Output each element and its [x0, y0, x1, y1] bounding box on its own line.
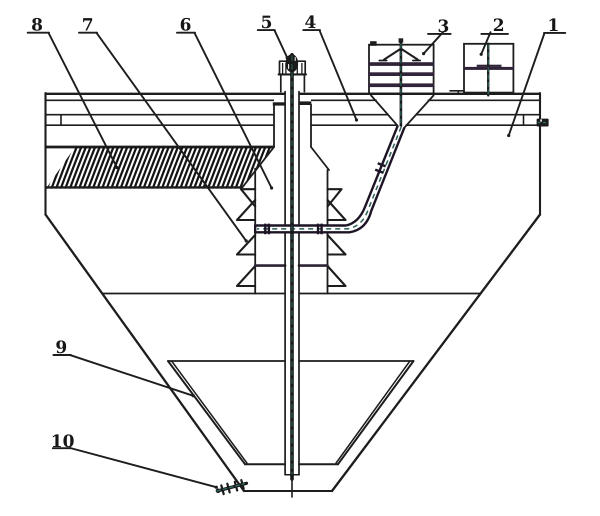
leader-end-dot-8 — [115, 166, 119, 170]
leader-end-dot-10 — [214, 485, 218, 489]
feed-box-corner-block — [370, 41, 377, 46]
valve-flanges — [220, 479, 245, 496]
tank-cone-left — [44, 213, 246, 493]
labels-layer: 1 2 3 4 5 6 7 8 9 10 — [26, 13, 567, 489]
inner-cone-right-inner — [335, 360, 411, 464]
feed-box-assembly — [368, 38, 435, 129]
label-text-6: 6 — [180, 15, 192, 35]
label-group-2: 2 — [479, 16, 509, 56]
deflector-cones-left — [235, 188, 257, 288]
leader-line-6 — [193, 31, 273, 189]
curved-feed-pipe — [253, 125, 406, 235]
label-group-5: 5 — [256, 13, 289, 60]
label-text-3: 3 — [437, 17, 449, 37]
label-text-5: 5 — [261, 13, 273, 33]
valve-centerline — [216, 483, 246, 492]
inner-cone-right-outer — [337, 360, 415, 466]
feedwell-column — [235, 101, 347, 295]
column-flange-right — [298, 101, 312, 105]
label-text-7: 7 — [82, 15, 94, 35]
leader-line-7 — [95, 31, 248, 242]
leader-line-5 — [273, 29, 289, 59]
label-group-9: 9 — [52, 338, 195, 398]
column-flange-left — [272, 102, 286, 106]
label-group-7: 7 — [78, 15, 248, 243]
label-group-8: 8 — [26, 15, 119, 170]
leader-line-2 — [480, 31, 492, 56]
feed-pipe-wall-lower — [255, 127, 406, 234]
drive-head-lower-box — [279, 73, 306, 93]
label-group-1: 1 — [507, 16, 567, 138]
tank-shell — [44, 91, 542, 493]
feed-pipe-fill — [255, 125, 405, 233]
leader-line-10 — [69, 447, 218, 489]
column-flare-right — [310, 146, 330, 171]
leader-end-dot-2 — [479, 52, 483, 56]
label-text-9: 9 — [55, 338, 67, 358]
label-group-6: 6 — [176, 15, 274, 190]
label-text-4: 4 — [304, 13, 316, 33]
leader-line-1 — [507, 32, 546, 137]
feed-pipe-wall-upper — [255, 125, 399, 227]
inner-cone-left-inner — [170, 360, 248, 464]
leader-end-dot-5 — [285, 56, 289, 60]
lamella-plates-hatch — [46, 147, 274, 189]
wall-nozzle-notch — [540, 119, 542, 122]
leader-end-dot-3 — [422, 52, 426, 56]
wall-nozzle-body — [536, 118, 549, 127]
feed-box-knob — [398, 38, 404, 43]
wall-nozzle — [536, 118, 549, 127]
leader-line-9 — [69, 354, 195, 397]
drive-head-upper-box — [278, 60, 307, 76]
drive-head-motor-highlight — [288, 56, 296, 70]
leader-line-3 — [422, 31, 444, 55]
tank-cone-right — [330, 213, 542, 493]
feed-box-tripod — [383, 47, 419, 61]
label-group-10: 10 — [51, 432, 218, 489]
feed-funnel — [370, 94, 435, 129]
label-text-10: 10 — [51, 432, 75, 452]
control-box-assembly — [449, 42, 515, 97]
hatch-strokes — [46, 147, 274, 189]
leader-end-dot-1 — [507, 133, 511, 138]
deck-step-tab — [449, 90, 465, 95]
deflector-cones-right — [326, 188, 347, 288]
inner-cone-left-outer — [167, 360, 246, 466]
center-pipe-assembly — [284, 52, 300, 498]
feed-pipe-flanges — [264, 162, 387, 235]
inner-cone — [167, 360, 415, 466]
label-group-3: 3 — [422, 17, 452, 56]
leader-end-dot-7 — [244, 239, 248, 243]
drive-head-inner-ticks — [281, 62, 303, 75]
column-flare-left — [241, 146, 275, 189]
leader-line-8 — [47, 31, 118, 169]
label-text-8: 8 — [31, 15, 43, 35]
label-text-2: 2 — [493, 16, 505, 36]
leader-line-4 — [318, 29, 358, 121]
feed-pipe-centerline — [257, 126, 402, 230]
label-group-4: 4 — [302, 13, 359, 122]
leader-end-dot-4 — [354, 118, 359, 122]
underflow-valve — [215, 479, 249, 496]
label-text-1: 1 — [547, 16, 559, 36]
leader-end-dot-6 — [270, 186, 274, 190]
leader-end-dot-9 — [191, 394, 195, 398]
